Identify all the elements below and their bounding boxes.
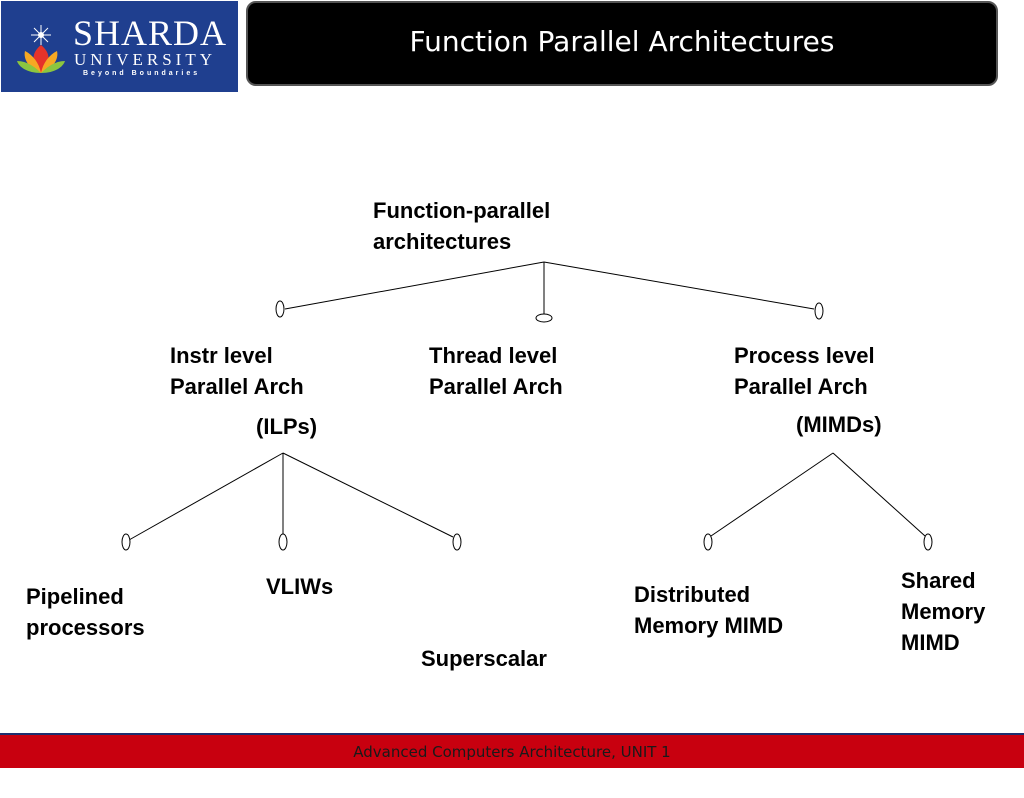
footer-text: Advanced Computers Architecture, UNIT 1	[353, 742, 671, 761]
distributed-label-line1: Distributed	[634, 582, 751, 607]
distributed-label-line2: Memory MIMD	[634, 613, 784, 638]
hierarchy-diagram	[121, 261, 933, 551]
logo-tagline: Beyond Boundaries	[83, 70, 201, 77]
distributed-node-label: Distributed Memory MIMD	[634, 579, 783, 641]
shared-label-line3: MIMD	[901, 630, 960, 655]
node-distributed-marker	[703, 533, 713, 551]
process-label-line2: Parallel Arch	[734, 374, 868, 399]
mimd-note: (MIMDs)	[796, 412, 882, 437]
connector-mimd-distributed	[710, 452, 834, 537]
node-vliw-marker	[278, 533, 288, 551]
ilp-label-line1: Instr level	[170, 343, 273, 368]
logo-name: SHARDA	[73, 13, 228, 53]
node-pipelined-marker	[121, 533, 131, 551]
node-shared-marker	[923, 533, 933, 551]
ilp-note: (ILPs)	[256, 414, 318, 439]
university-logo: SHARDA UNIVERSITY Beyond Boundaries	[1, 1, 238, 92]
node-superscalar-marker	[452, 533, 462, 551]
pipelined-label-line1: Pipelined	[26, 584, 124, 609]
superscalar-label-line1: Superscalar	[421, 646, 547, 671]
vliw-node-label: VLIWs	[266, 574, 334, 599]
connector-ilp-pipelined	[128, 452, 284, 541]
node-ilp-marker	[275, 300, 285, 318]
root-node-label: Function-parallel architectures	[373, 195, 550, 257]
ilp-node-label: Instr level Parallel Arch	[170, 340, 304, 402]
process-node-label: Process level Parallel Arch	[734, 340, 875, 402]
connector-ilp-superscalar	[282, 452, 454, 538]
footer-bar: Advanced Computers Architecture, UNIT 1	[0, 733, 1024, 768]
process-label-line1: Process level	[734, 343, 875, 368]
shared-label-line1: Shared	[901, 568, 976, 593]
thread-label-line2: Parallel Arch	[429, 374, 563, 399]
shared-label-line2: Memory	[901, 599, 986, 624]
root-label-line2: architectures	[373, 229, 512, 254]
thread-node-label: Thread level Parallel Arch	[429, 340, 563, 402]
logo-subtitle: UNIVERSITY	[74, 50, 216, 69]
page-title: Function Parallel Architectures	[409, 25, 835, 58]
pipelined-label-line2: processors	[26, 615, 145, 640]
connector-mimd-shared	[832, 452, 926, 537]
connector-root-process	[543, 261, 815, 310]
pipelined-node-label: Pipelined processors	[26, 581, 145, 643]
thread-label-line1: Thread level	[429, 343, 558, 368]
ilp-label-line2: Parallel Arch	[170, 374, 304, 399]
node-thread-marker	[535, 313, 553, 323]
connector-root-ilp	[284, 261, 545, 310]
shared-node-label: Shared Memory MIMD	[901, 565, 985, 658]
root-label-line1: Function-parallel	[373, 198, 551, 223]
node-process-marker	[814, 302, 824, 320]
lotus-emblem-icon	[17, 17, 65, 75]
title-bar: Function Parallel Architectures	[246, 1, 998, 86]
